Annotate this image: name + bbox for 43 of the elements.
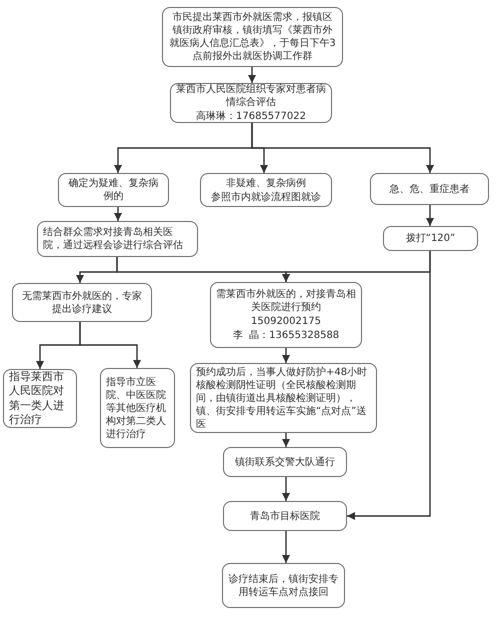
step-text: 预约成功后，当事人做好防护+48小时核酸检测阴性证明（全民核酸检测期间，由镇街道出具核酸检测证明），镇、街安排专用转运车实施“点对点”送医 bbox=[196, 366, 368, 430]
step-text: 镇街联系交警大队通行 bbox=[234, 456, 336, 468]
process-box bbox=[210, 282, 362, 348]
step-text: 诊疗结束后，镇街安排专用转运车点对点接回 bbox=[228, 572, 339, 598]
step-text: 需莱西市外就医的，对接青岛相关医院进行预约 bbox=[216, 288, 356, 314]
process-box bbox=[383, 226, 478, 251]
step-text: 青岛市目标医院 bbox=[249, 510, 321, 522]
step-text: 拨打“120” bbox=[404, 232, 456, 245]
arrow bbox=[347, 251, 431, 520]
arrow bbox=[282, 477, 290, 501]
step-text: 急、危、重症患者 bbox=[388, 182, 470, 196]
step-text: 指导莱西市人民医院对第一类人进行治疗 bbox=[9, 370, 65, 428]
step-text: 莱西市人民医院组织专家对患者病情综合评估 bbox=[176, 83, 326, 109]
arrow bbox=[282, 531, 290, 563]
arrow bbox=[79, 322, 141, 368]
step-text: 高琳琳：17685577022 bbox=[195, 110, 307, 123]
process-box bbox=[100, 368, 175, 448]
step-text: 参照市内就诊流程图就诊 bbox=[210, 190, 322, 204]
process-box bbox=[370, 173, 489, 205]
step-text: 市民提出莱西市外就医需求，报镇区镇街政府审核，镇街填写《莱西市外就医病人信息汇总表》，于每日下午3点前报外出就医协调工作群 bbox=[168, 11, 337, 63]
process-box bbox=[223, 447, 347, 477]
step-text: 确定为疑难、复杂病例的 bbox=[68, 177, 160, 203]
step-text: 指导市立医院、中医医院等其他医疗机构对第二类人进行治疗 bbox=[106, 376, 167, 440]
process-box bbox=[162, 7, 343, 67]
process-box bbox=[170, 83, 332, 123]
process-box bbox=[12, 283, 152, 322]
arrow bbox=[251, 123, 434, 173]
process-box bbox=[223, 501, 347, 531]
process-box bbox=[58, 173, 169, 207]
process-box bbox=[200, 173, 332, 207]
arrow bbox=[426, 205, 434, 226]
step-text: 非疑难、复杂病例 bbox=[225, 176, 307, 190]
step-text: 15092002175 bbox=[250, 315, 322, 328]
process-box bbox=[3, 369, 77, 428]
arrow bbox=[114, 207, 122, 221]
arrow bbox=[248, 67, 256, 83]
process-box bbox=[37, 221, 198, 257]
arrow bbox=[282, 433, 290, 447]
arrow bbox=[282, 348, 290, 363]
step-text: 李 晶：13655328588 bbox=[232, 329, 340, 342]
step-text: 结合群众需求对接青岛相关医院，通过远程会诊进行综合评估 bbox=[43, 226, 184, 252]
process-box bbox=[222, 563, 345, 608]
step-text: 无需莱西市外就医的，专家提出诊疗建议 bbox=[21, 290, 143, 316]
